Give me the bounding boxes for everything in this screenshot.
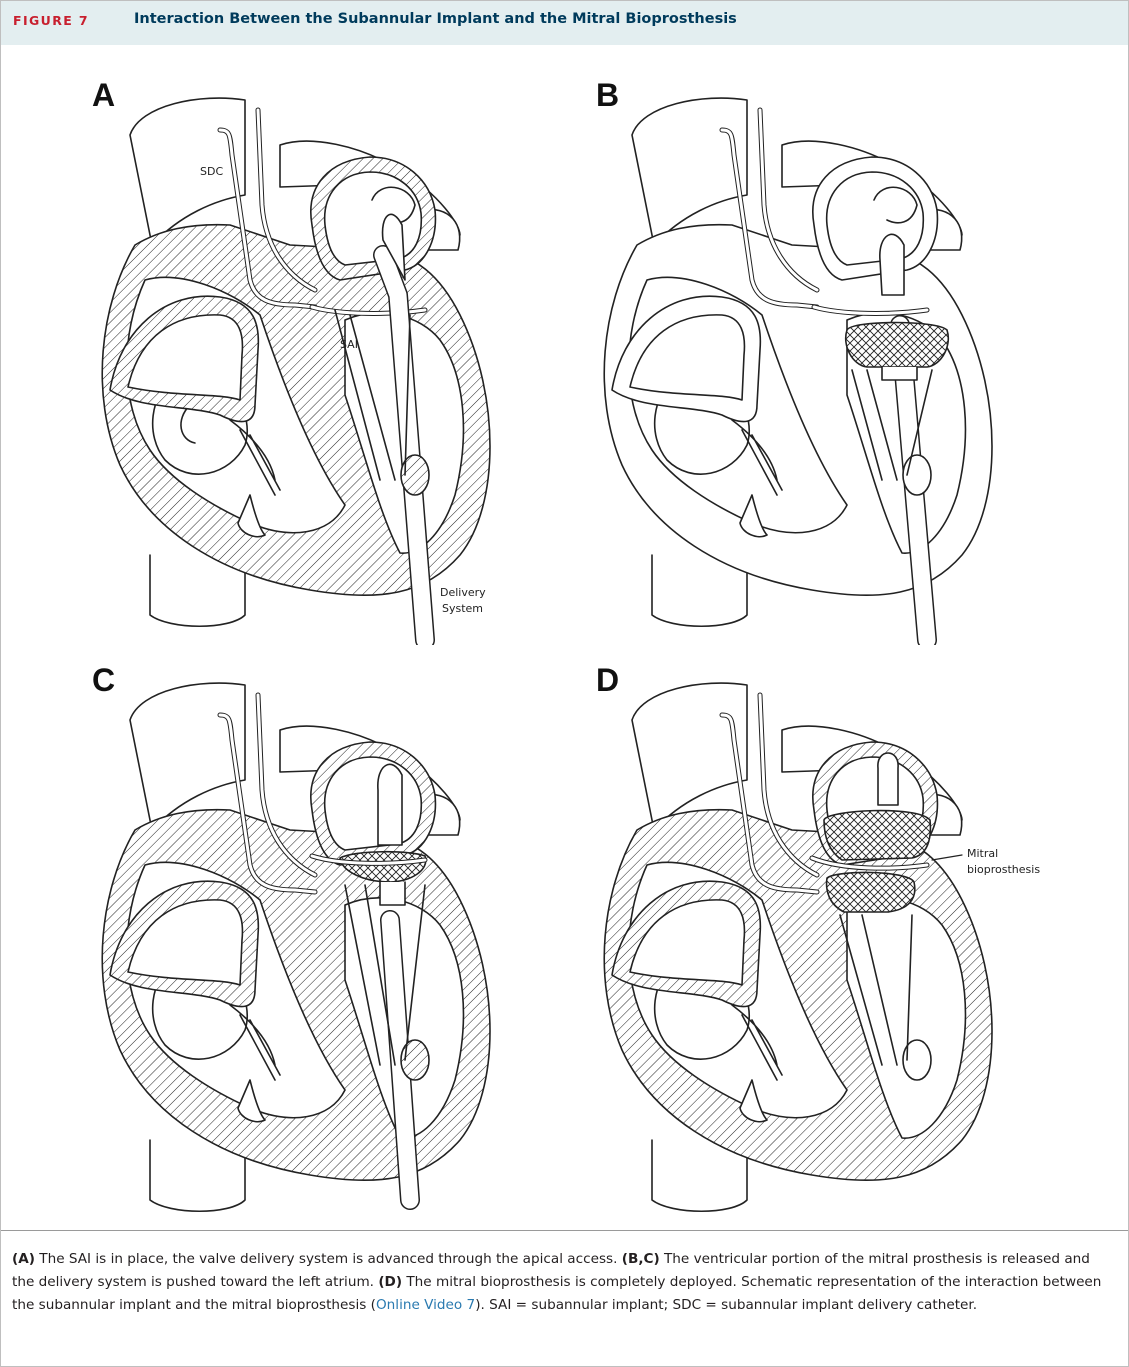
caption-bc-label: (B,C) — [622, 1251, 660, 1267]
figure-title: Interaction Between the Subannular Impla… — [134, 11, 737, 27]
panel-letter-d: D — [596, 662, 619, 699]
label-mitral-1: Mitral — [967, 847, 998, 860]
label-delivery-2: System — [442, 602, 483, 615]
panel-letter-b: B — [596, 77, 619, 114]
figure-header: FIGURE 7 Interaction Between the Subannu… — [1, 1, 1128, 45]
heart-diagram-d: Mitral bioprosthesis — [582, 660, 1072, 1230]
caption-tail: ). SAI = subannular implant; SDC = suban… — [475, 1297, 977, 1313]
figure-caption: (A) The SAI is in place, the valve deliv… — [12, 1248, 1116, 1317]
panel-letter-a: A — [92, 77, 115, 114]
label-sai: SAI — [340, 338, 358, 351]
panel-d: D — [582, 660, 1072, 1230]
panel-c: C — [80, 660, 560, 1230]
panel-b: B — [582, 75, 1052, 645]
figure-number: FIGURE 7 — [13, 13, 89, 28]
caption-d-label: (D) — [378, 1274, 402, 1290]
caption-a-text: The SAI is in place, the valve delivery … — [35, 1251, 622, 1267]
heart-diagram-a: SDC SAI Delivery System — [80, 75, 560, 645]
panel-a: A — [80, 75, 560, 645]
heart-diagram-b — [582, 75, 1052, 645]
heart-diagram-c — [80, 660, 560, 1230]
panel-letter-c: C — [92, 662, 115, 699]
label-sdc: SDC — [200, 165, 223, 178]
label-mitral-2: bioprosthesis — [967, 863, 1040, 876]
caption-a-label: (A) — [12, 1251, 35, 1267]
online-video-link[interactable]: Online Video 7 — [376, 1297, 475, 1313]
caption-divider — [1, 1230, 1128, 1231]
label-delivery-1: Delivery — [440, 586, 486, 599]
